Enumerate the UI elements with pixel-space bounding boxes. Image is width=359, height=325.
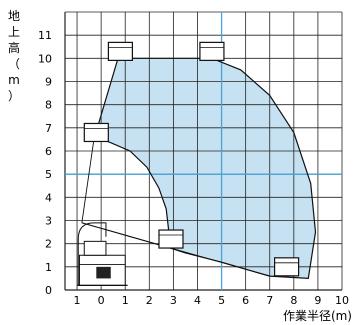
x-tick-label: 3: [170, 294, 177, 307]
y-tick-label: 7: [45, 122, 52, 135]
y-tick-label: 5: [45, 168, 52, 181]
y-axis-label-char: 上: [8, 25, 20, 39]
y-tick-label: 1: [45, 261, 52, 274]
truck-part: [96, 266, 111, 279]
x-tick-label: 6: [242, 294, 249, 307]
x-tick-label: 4: [194, 294, 201, 307]
y-axis-label-char: m: [8, 73, 20, 87]
platform-basket-icon: [158, 229, 184, 249]
x-tick-label: 7: [266, 294, 273, 307]
truck-boom: [77, 222, 107, 286]
y-tick-label: 6: [45, 145, 52, 158]
y-axis-label-char: 地: [8, 9, 20, 23]
platform-basket-icon: [107, 41, 134, 61]
x-tick-label: 9: [314, 294, 321, 307]
x-tick-label: 1: [122, 294, 129, 307]
y-tick-label: 11: [38, 29, 52, 42]
y-tick-label: 3: [45, 215, 52, 228]
y-tick-label: 4: [45, 191, 52, 204]
y-tick-label: 9: [45, 76, 52, 89]
x-tick-label: 2: [146, 294, 153, 307]
platform-basket: [199, 41, 225, 61]
y-axis-label-char: （: [8, 57, 20, 71]
platform-basket: [107, 41, 134, 61]
boom-reach-line: [81, 139, 95, 223]
truck-icon: [77, 222, 128, 286]
x-tick-label: 1: [74, 294, 81, 307]
y-axis-label-char: 高: [8, 40, 20, 55]
x-tick-label: 10: [335, 294, 349, 307]
x-tick-label: 0: [98, 294, 105, 307]
platform-basket-icon: [83, 122, 109, 143]
y-tick-label: 0: [45, 284, 52, 297]
platform-basket-icon: [199, 41, 225, 61]
platform-basket: [274, 257, 300, 277]
x-axis-label: 作業半径(m): [283, 309, 352, 323]
platform-basket: [158, 229, 184, 249]
platform-basket-icon: [274, 257, 300, 277]
truck-cab: [83, 240, 107, 256]
platform-basket: [83, 122, 109, 143]
boom-reach-line: [81, 222, 270, 277]
working-range-area: [93, 58, 316, 279]
x-tick-label: 8: [290, 294, 297, 307]
y-tick-label: 8: [45, 99, 52, 112]
x-tick-label: 5: [218, 294, 225, 307]
y-axis-label-char: ）: [8, 89, 20, 103]
y-tick-label: 2: [45, 238, 52, 251]
y-tick-label: 10: [38, 52, 52, 65]
